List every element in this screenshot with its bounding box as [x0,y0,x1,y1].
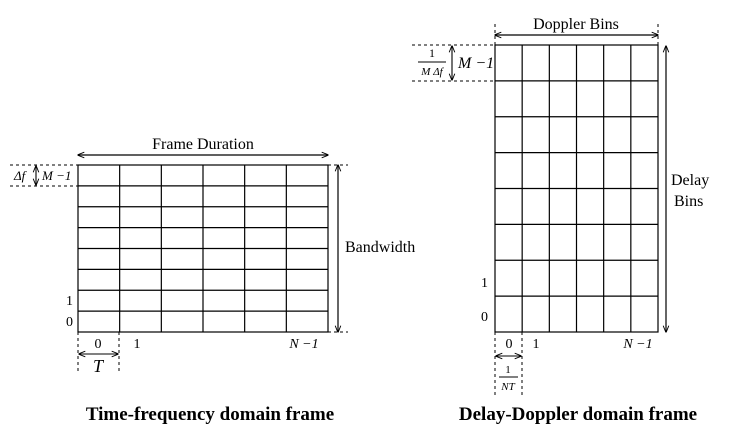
dd-nt-top: 1 [505,364,511,376]
tf-frame-duration-label: Frame Duration [152,136,254,153]
dd-col-label-0: 0 [506,337,513,352]
dd-row-label-0: 0 [481,310,488,325]
tf-caption: Time-frequency domain frame [86,404,334,425]
tf-grid [77,164,329,333]
dd-row-top-label: M −1 [457,55,494,72]
tf-row-label-1: 1 [66,294,73,309]
tf-row-top-label: M −1 [41,168,71,183]
dd-nt-bottom: NT [500,381,515,393]
dd-frac-bottom: M Δf [420,66,444,78]
dd-delay-label-2: Bins [674,193,703,210]
tf-frame: Frame Duration Bandwidth Δf M −1 1 0 0 1… [10,136,415,425]
tf-period-label: T [93,356,105,376]
dd-grid [494,44,659,333]
tf-col-label-0: 0 [95,337,102,352]
dd-row-label-1: 1 [481,276,488,291]
dd-frame: Doppler Bins Delay Bins 1 M Δf M −1 1 0 … [412,16,709,425]
dd-col-label-1: 1 [533,337,540,352]
tf-row-label-0: 0 [66,315,73,330]
dd-dashed-guides [412,24,659,396]
tf-dashed-guides [10,164,348,372]
tf-bandwidth-label: Bandwidth [345,239,415,256]
dd-caption: Delay-Doppler domain frame [459,404,697,425]
dd-col-last-label: N −1 [622,337,652,352]
dd-frac-top: 1 [429,46,435,60]
tf-df-label: Δf [13,168,28,183]
dd-delay-label-1: Delay [671,172,709,189]
tf-col-last-label: N −1 [288,337,318,352]
tf-col-label-1: 1 [134,337,141,352]
dd-doppler-label: Doppler Bins [533,16,619,33]
